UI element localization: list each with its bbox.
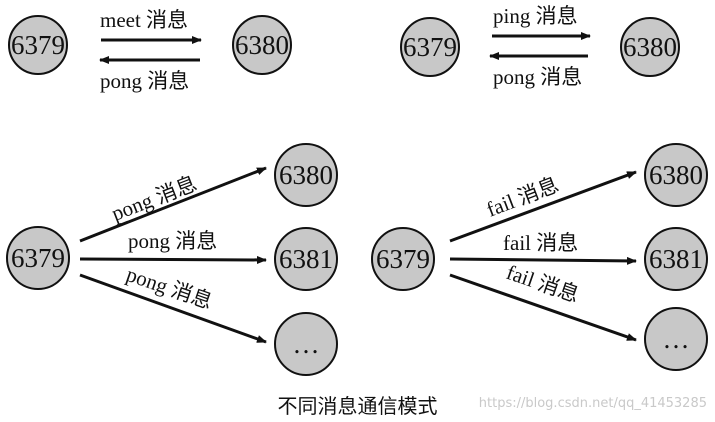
pong-arrow-1 [79, 166, 267, 243]
pong-label-1: pong 消息 [108, 171, 200, 225]
node-6379-bottom-right: 6379 [371, 227, 435, 291]
node-6380-bottom-left: 6380 [274, 143, 338, 207]
ping-label: ping 消息 [493, 4, 578, 28]
node-ellipsis-bottom-right: … [644, 307, 708, 371]
node-6381-bottom-right: 6381 [644, 227, 708, 291]
node-label: 6380 [279, 160, 333, 190]
node-label: 6380 [623, 32, 677, 62]
fail-label-3: fail 消息 [503, 260, 582, 307]
pong-label: pong 消息 [493, 65, 582, 89]
fail-arrow-2 [449, 256, 637, 265]
node-6379-bottom-left: 6379 [6, 226, 70, 290]
node-6379-top-right: 6379 [400, 17, 460, 77]
pong-arrow-2 [79, 255, 267, 264]
node-label: 6379 [403, 32, 457, 62]
node-ellipsis-bottom-left: … [274, 312, 338, 376]
node-label: 6380 [649, 160, 703, 190]
fail-arrow-1 [449, 170, 637, 243]
pong-label: pong 消息 [100, 69, 189, 93]
node-label: 6380 [235, 30, 289, 60]
node-6381-bottom-left: 6381 [274, 227, 338, 291]
node-label: … [293, 329, 320, 359]
node-label: 6381 [649, 244, 703, 274]
node-6380-top-right: 6380 [620, 17, 680, 77]
node-label: … [663, 324, 690, 354]
node-label: 6379 [11, 30, 65, 60]
node-6380-top-left: 6380 [232, 15, 292, 75]
pong-label-2: pong 消息 [128, 229, 217, 253]
node-6379-top-left: 6379 [8, 15, 68, 75]
node-label: 6379 [11, 243, 65, 273]
pong-arrow-3 [79, 273, 267, 344]
node-label: 6381 [279, 244, 333, 274]
figure-caption: 不同消息通信模式 [277, 394, 438, 418]
meet-label: meet 消息 [100, 8, 188, 32]
node-label: 6379 [376, 244, 430, 274]
fail-arrow-3 [449, 273, 637, 342]
node-6380-bottom-right: 6380 [644, 143, 708, 207]
fail-label-2: fail 消息 [503, 231, 578, 255]
watermark-url: https://blog.csdn.net/qq_41453285 [478, 396, 707, 411]
